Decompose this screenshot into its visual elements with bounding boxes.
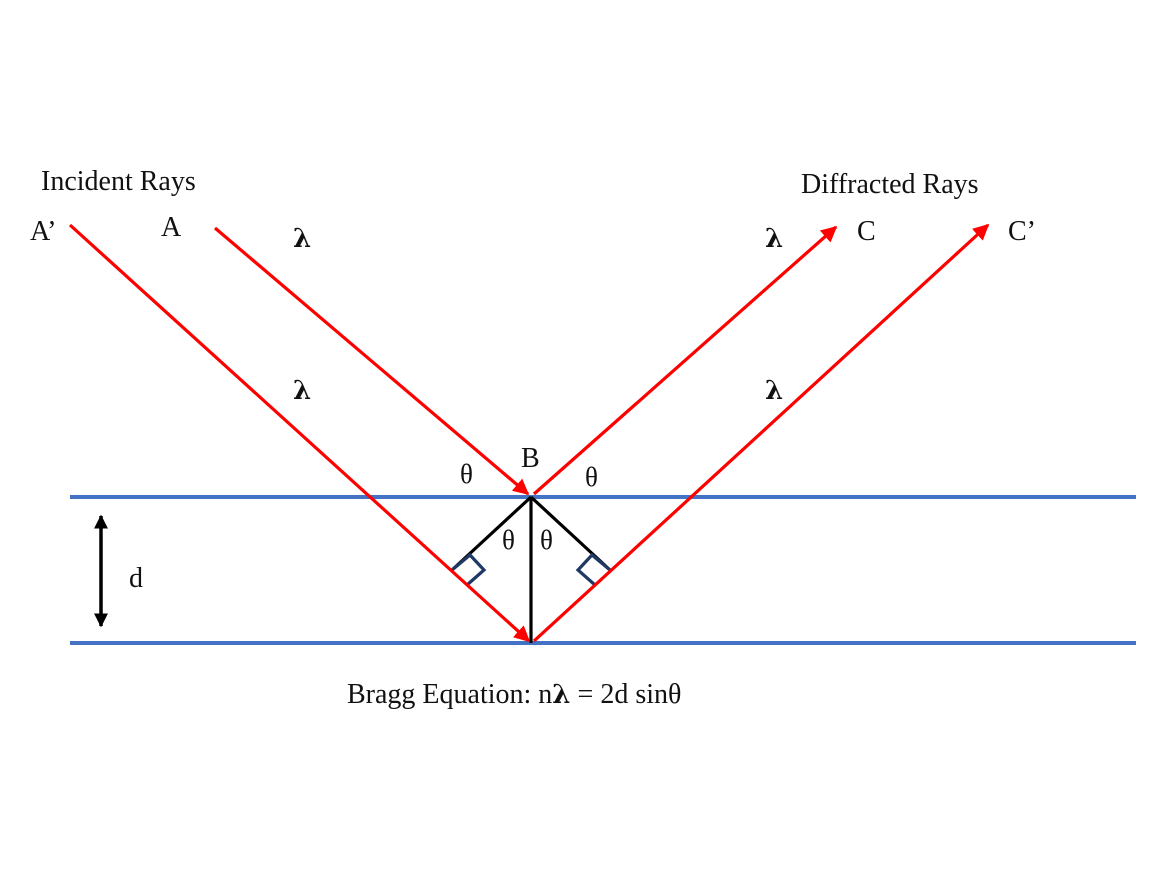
wavelength-label-incident-a-prime: λ bbox=[293, 376, 311, 406]
point-b-label: B bbox=[521, 443, 540, 474]
incident-ray-a-prime bbox=[68, 223, 531, 643]
point-c-label: C bbox=[857, 216, 876, 247]
point-c-prime-label: C’ bbox=[1008, 216, 1036, 247]
wavelength-label-diffracted-c: λ bbox=[765, 224, 783, 254]
left-right-angle-marker bbox=[450, 552, 487, 587]
point-a-label: A bbox=[161, 212, 182, 243]
incident-rays-label: Incident Rays bbox=[41, 166, 196, 197]
angle-left-inner-label: θ bbox=[502, 525, 515, 555]
wavelength-label-diffracted-c-prime: λ bbox=[765, 376, 783, 406]
equation-suffix: = 2d sinθ bbox=[571, 679, 682, 710]
incident-ray-a bbox=[213, 226, 530, 496]
diffracted-ray-c-prime bbox=[532, 223, 990, 643]
diffracted-rays-label: Diffracted Rays bbox=[801, 169, 979, 200]
equation-prefix: Bragg Equation: n bbox=[347, 679, 552, 710]
diffracted-ray-c bbox=[532, 225, 838, 496]
spacing-label: d bbox=[129, 563, 143, 594]
wavelength-label-incident-a: λ bbox=[293, 224, 311, 254]
right-right-angle-marker bbox=[575, 552, 612, 587]
angle-incident-label: θ bbox=[460, 459, 473, 489]
angle-diffracted-label: θ bbox=[585, 462, 598, 492]
point-a-prime-label: A’ bbox=[30, 216, 56, 247]
bragg-equation: Bragg Equation: nλ = 2d sinθ bbox=[347, 679, 681, 710]
equation-lambda: λ bbox=[552, 680, 570, 710]
angle-right-inner-label: θ bbox=[540, 525, 553, 555]
